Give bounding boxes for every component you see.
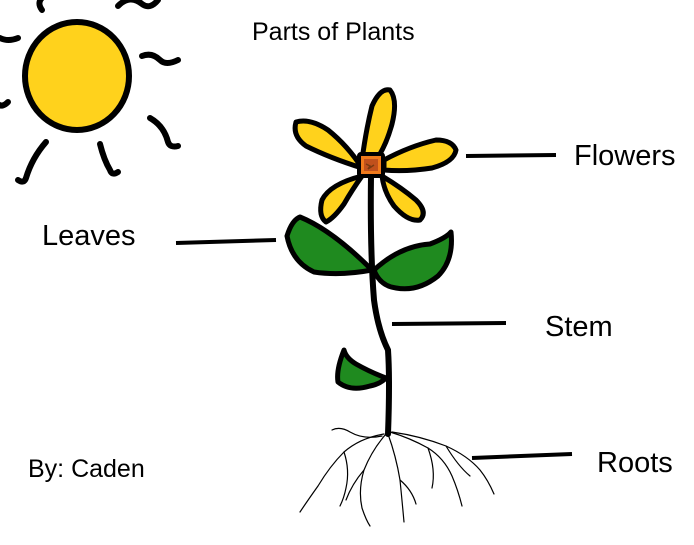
flower-petals-icon <box>292 87 459 225</box>
pointer-flowers <box>465 153 557 158</box>
leaf-right-icon <box>371 229 454 292</box>
roots-icon <box>299 427 495 527</box>
leaf-left-icon <box>284 214 375 277</box>
pointer-stem <box>391 321 507 326</box>
label-flowers: Flowers <box>574 140 676 172</box>
page-title: Parts of Plants <box>252 18 415 46</box>
author-credit: By: Caden <box>28 455 145 483</box>
label-stem: Stem <box>545 311 613 343</box>
sun-rays <box>0 0 181 185</box>
pointer-roots <box>471 452 573 460</box>
pointer-leaves <box>175 238 277 245</box>
sun-icon <box>0 0 181 185</box>
stem-icon <box>367 173 392 437</box>
flower-center-icon <box>357 152 385 178</box>
label-leaves: Leaves <box>42 220 136 252</box>
leaf-small-icon <box>335 347 389 391</box>
label-roots: Roots <box>597 447 673 479</box>
